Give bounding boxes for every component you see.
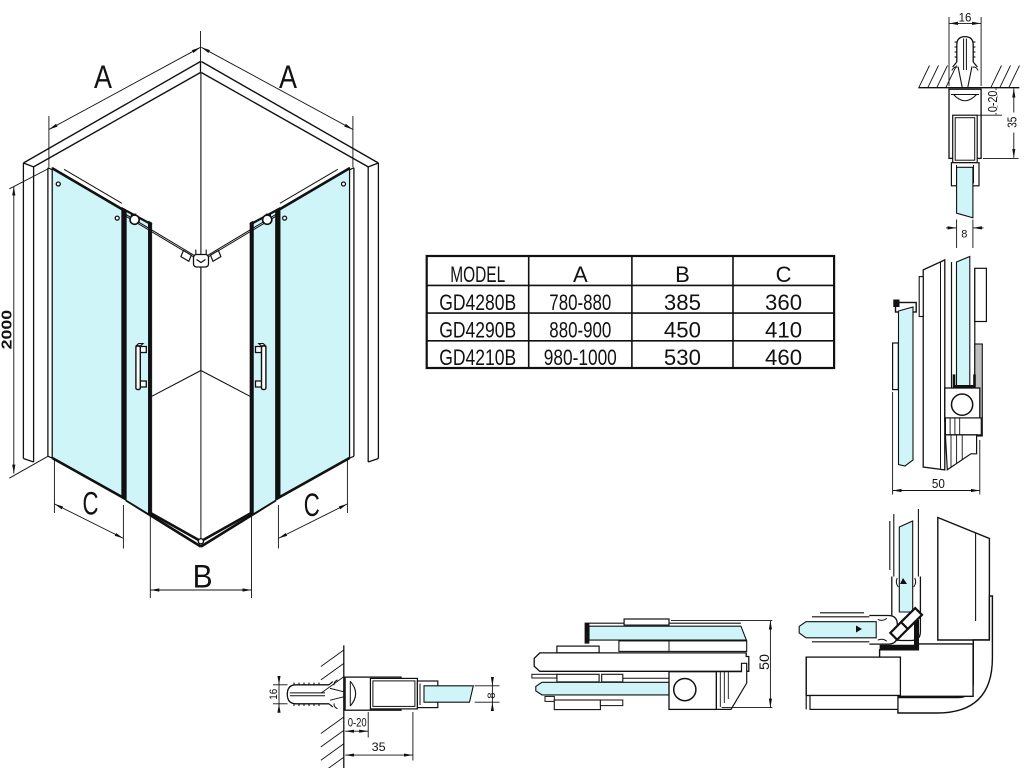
- svg-text:MODEL: MODEL: [450, 262, 505, 287]
- svg-text:0-20: 0-20: [986, 91, 1000, 113]
- svg-text:8: 8: [961, 229, 967, 241]
- svg-text:980-1000: 980-1000: [544, 345, 617, 370]
- svg-text:35: 35: [372, 740, 386, 754]
- svg-text:35: 35: [1005, 117, 1019, 128]
- svg-text:360: 360: [765, 290, 802, 315]
- svg-text:2000: 2000: [0, 310, 16, 350]
- svg-text:50: 50: [932, 477, 945, 491]
- svg-text:450: 450: [664, 318, 701, 343]
- svg-text:GD4290B: GD4290B: [439, 318, 516, 343]
- svg-text:385: 385: [664, 290, 701, 315]
- svg-text:C: C: [776, 262, 792, 287]
- svg-text:16: 16: [959, 13, 972, 25]
- svg-text:GD4210B: GD4210B: [439, 345, 516, 370]
- svg-text:GD4280B: GD4280B: [439, 290, 516, 315]
- svg-text:780-880: 780-880: [549, 290, 611, 315]
- svg-text:C: C: [83, 486, 99, 522]
- svg-text:B: B: [675, 262, 690, 287]
- svg-text:410: 410: [765, 318, 802, 343]
- svg-text:16: 16: [268, 689, 280, 700]
- svg-text:A: A: [94, 59, 113, 95]
- svg-text:880-900: 880-900: [549, 318, 611, 343]
- svg-text:A: A: [573, 262, 588, 287]
- svg-text:A: A: [279, 59, 298, 95]
- svg-text:C: C: [304, 487, 320, 523]
- svg-text:460: 460: [765, 345, 802, 370]
- svg-text:B: B: [193, 559, 213, 595]
- svg-text:8: 8: [486, 692, 498, 698]
- svg-text:530: 530: [664, 345, 701, 370]
- svg-text:50: 50: [756, 654, 772, 670]
- svg-text:0-20: 0-20: [348, 718, 367, 730]
